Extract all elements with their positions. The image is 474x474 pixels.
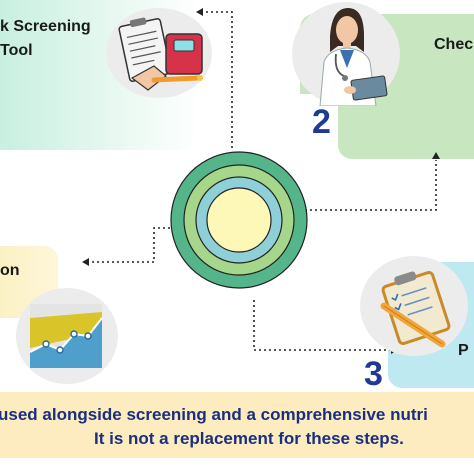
- connector-to-screening: [202, 11, 233, 148]
- growth-chart-icon: [29, 304, 103, 368]
- screening-label-line2: Tool: [0, 42, 33, 59]
- disclaimer-banner: [0, 392, 474, 458]
- connector-to-check: [300, 160, 437, 211]
- screening-icon-circle: [106, 8, 212, 98]
- clipboard-pencil-icon: [380, 270, 451, 348]
- arrowhead-left-step: [82, 258, 89, 266]
- doctor-tablet-icon: [319, 8, 388, 107]
- banner-line-1: used alongside screening and a comprehen…: [0, 405, 428, 424]
- connector-to-left-step: [88, 227, 180, 263]
- step-number-3: 3: [364, 355, 383, 393]
- concentric-target: [170, 151, 308, 289]
- screening-label-line1: k Screening: [0, 18, 91, 35]
- connector-to-plan: [253, 300, 392, 351]
- clipboard-scale-icon: [118, 17, 203, 91]
- check-icon-circle: [292, 2, 400, 107]
- ring-center: [206, 187, 272, 253]
- step-number-2: 2: [312, 103, 331, 141]
- arrowhead-screening: [196, 8, 203, 16]
- banner-line-2: It is not a replacement for these steps.: [94, 429, 404, 448]
- left-step-label: on: [0, 262, 20, 279]
- plan-icon-circle: [360, 256, 468, 356]
- plan-label: P: [458, 342, 469, 359]
- check-label: Chec: [434, 36, 474, 53]
- arrowhead-check: [432, 152, 440, 159]
- growth-icon-circle: [16, 288, 118, 384]
